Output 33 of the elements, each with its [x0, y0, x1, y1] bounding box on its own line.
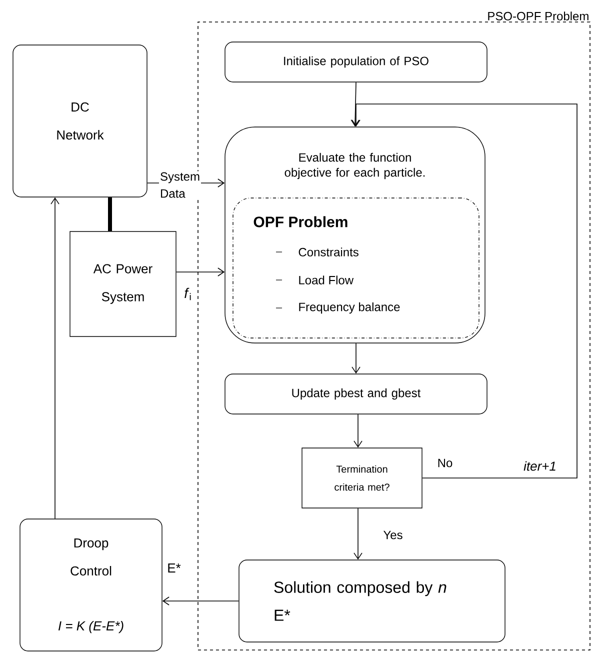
list-item: Constraints — [298, 248, 358, 256]
box-text: Droop Control — [70, 538, 112, 576]
process-box: Initialise population of PSO — [224, 42, 488, 82]
group-frame — [232, 198, 480, 338]
connector-line — [108, 197, 112, 232]
arrow — [352, 342, 360, 374]
arrow — [352, 104, 578, 478]
arrow — [50, 197, 60, 520]
arrow — [354, 508, 362, 560]
group-title: PSO-OPF Problem — [488, 12, 588, 20]
arrow — [162, 596, 240, 606]
decision-box: Termination criteria met? — [302, 448, 422, 508]
box-text: Evaluate the function objective for each particle. — [284, 152, 425, 180]
edge-label: System Data — [160, 172, 200, 198]
group-frame — [198, 12, 590, 650]
edge-label: No — [438, 458, 452, 468]
list-item: Load Flow — [299, 276, 354, 284]
arrow — [354, 414, 362, 448]
heading: OPF Problem — [254, 216, 348, 228]
control-box — [20, 518, 162, 652]
arrow — [176, 268, 225, 276]
formula-text: I = K (E-E*) — [58, 620, 124, 634]
system-box: AC Power System — [70, 231, 176, 337]
iteration-label: iter+1 — [524, 461, 556, 471]
process-box — [224, 126, 486, 344]
system-box: DC Network — [12, 44, 148, 198]
edge-label: Yes — [383, 530, 402, 540]
edge-label: E* — [168, 564, 181, 572]
process-box: Solution composed by n E* — [238, 560, 506, 642]
edge-label: f$_{i}$ — [184, 288, 191, 300]
process-box: Update pbest and gbest — [224, 374, 488, 414]
list-item: Frequency balance — [299, 302, 400, 314]
arrow — [350, 82, 360, 127]
